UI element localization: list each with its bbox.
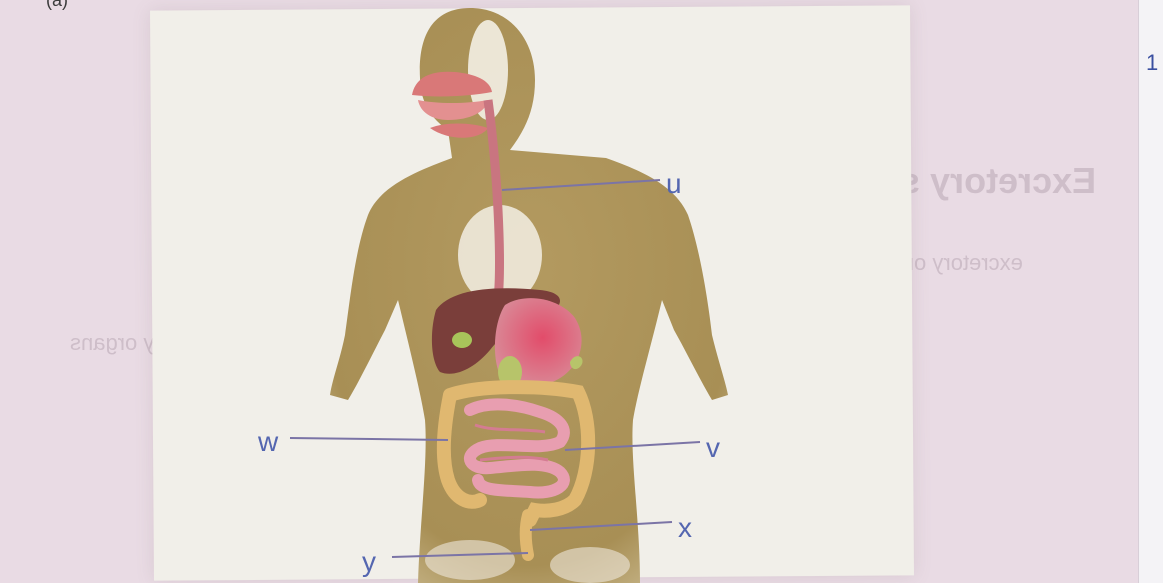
label-y: y <box>362 548 376 576</box>
rectum <box>526 515 528 555</box>
label-u: u <box>666 170 682 198</box>
label-v: v <box>706 434 720 462</box>
label-x: x <box>678 514 692 542</box>
mouth <box>412 72 492 138</box>
label-w: w <box>258 428 278 456</box>
gall-bladder <box>452 332 472 348</box>
